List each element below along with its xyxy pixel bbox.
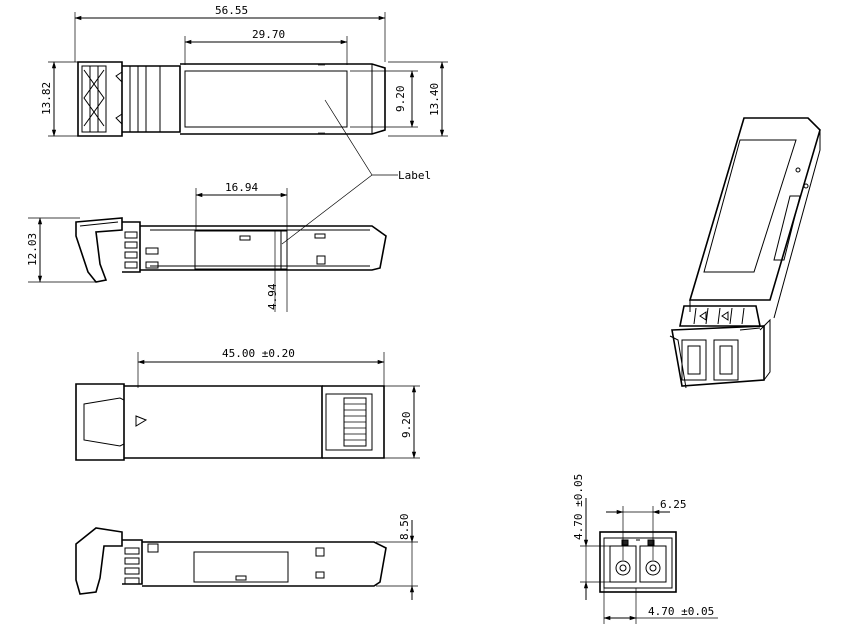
dim-bottom-height: 9.20 bbox=[400, 412, 413, 439]
label-callout-text: Label bbox=[398, 169, 431, 182]
bottom-view: 45.00 ±0.20 9.20 bbox=[75, 347, 420, 461]
dim-total-height-top: 13.82 bbox=[40, 82, 53, 115]
opposite-side-view: 8.50 bbox=[75, 514, 418, 600]
dim-side-height: 12.03 bbox=[26, 233, 39, 266]
dim-label-height-side: 4.94 bbox=[266, 283, 279, 310]
dim-body-length: 45.00 ±0.20 bbox=[222, 347, 295, 360]
side-view: 16.94 12.03 4.94 bbox=[26, 181, 387, 312]
isometric-view bbox=[669, 117, 821, 389]
dim-port-height: 4.70 ±0.05 bbox=[572, 474, 585, 540]
top-view: 56.55 29.70 9.20 13.40 bbox=[40, 4, 448, 137]
front-port-view: 6.25 4.70 ±0.05 4.70 ±0.05 bbox=[572, 474, 718, 624]
dim-port-pitch: 6.25 bbox=[660, 498, 687, 511]
dim-port-width: 4.70 ±0.05 bbox=[648, 605, 714, 618]
label-callout: Label bbox=[281, 99, 431, 245]
dim-label-offset: 16.94 bbox=[225, 181, 258, 194]
dim-overall-length: 56.55 bbox=[215, 4, 248, 17]
dim-label-height-top: 9.20 bbox=[394, 86, 407, 113]
dim-body-height-top: 13.40 bbox=[428, 83, 441, 116]
dim-side2-height: 8.50 bbox=[398, 514, 411, 541]
dim-label-length-top: 29.70 bbox=[252, 28, 285, 41]
